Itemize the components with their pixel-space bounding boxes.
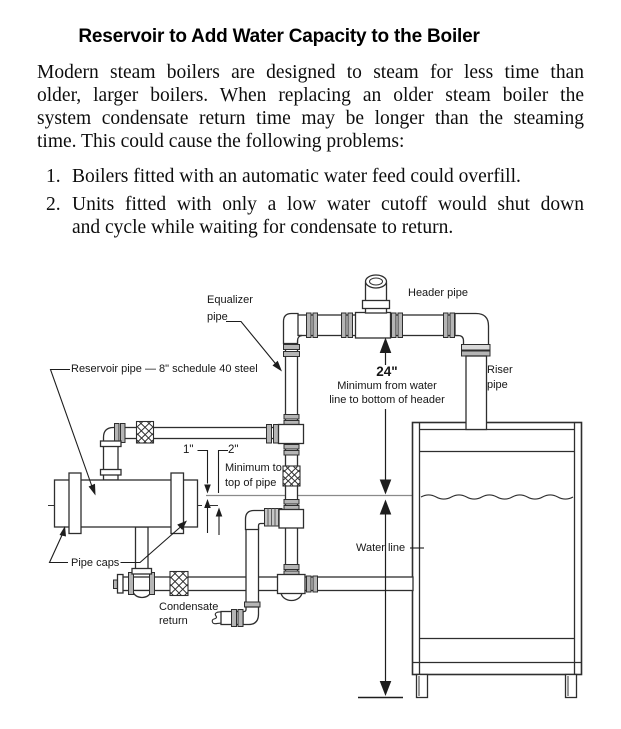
reservoir-cap-right (170, 472, 185, 535)
label-pipe-caps: Pipe caps (71, 557, 120, 569)
header-assembly (282, 274, 491, 431)
paragraph-line: system condensate return time may be lon… (37, 108, 584, 129)
dimension-1in-2in (197, 449, 228, 535)
paragraph-line: Modern steam boilers are designed to ste… (37, 62, 584, 83)
label-dimension-2-note: Minimum to top of pipe (225, 462, 282, 489)
reservoir-drain-pipe (131, 526, 153, 575)
header-tee (354, 311, 392, 339)
label-header-pipe: Header pipe (408, 287, 468, 299)
label-water-line: Water line (356, 542, 406, 554)
list-number: 1. (46, 166, 61, 187)
boiler (411, 421, 583, 699)
leader-lines (48, 320, 424, 564)
reservoir-cap-right-end (182, 479, 199, 528)
flex-coupling (264, 508, 283, 527)
open-end-mark (211, 611, 222, 625)
list-item: Boilers fitted with an automatic water f… (72, 166, 521, 187)
header-left-elbow (282, 312, 303, 345)
header-right-elbow (454, 312, 490, 346)
page-title: Reservoir to Add Water Capacity to the B… (78, 26, 480, 47)
paragraph-line: time. This could cause the following pro… (37, 131, 405, 152)
dimension-24in (379, 337, 392, 495)
reservoir-cap-left-end (53, 479, 71, 528)
reservoir-body (79, 479, 173, 528)
dimension-water-height (358, 499, 403, 699)
equalizer-union (282, 465, 301, 487)
label-riser-pipe: Riser pipe (487, 364, 513, 391)
boiler-water-wave (420, 494, 574, 500)
label-reservoir-pipe: Reservoir pipe — 8" schedule 40 steel (71, 363, 258, 375)
bottom-return-pipe (113, 570, 414, 599)
reservoir-assembly (53, 420, 305, 535)
reservoir-cap-left (68, 472, 82, 535)
riser-pipe-graphic (465, 355, 488, 431)
union-fitting (169, 570, 189, 597)
boiler-leg-left (415, 673, 429, 699)
list-number: 2. (46, 194, 61, 215)
label-equalizer-pipe: Equalizer pipe (207, 294, 253, 323)
list-item: and cycle while waiting for condensate t… (72, 217, 454, 238)
label-dimension-24: 24" Minimum from water line to bottom of… (329, 364, 445, 406)
list-item: Units fitted with only a low water cutof… (72, 194, 584, 215)
condensate-return-pipe (211, 508, 283, 627)
label-condensate-return: Condensate return (159, 601, 219, 627)
label-dimension-1: 1" (183, 444, 194, 456)
equalizer-pipe (276, 339, 318, 602)
header-top-stub (361, 274, 391, 314)
label-dimension-2: 2" (228, 444, 239, 456)
pipe-union (135, 420, 155, 444)
boiler-leg-right (564, 673, 578, 699)
paragraph-line: older, larger boilers. When replacing an… (37, 85, 584, 106)
